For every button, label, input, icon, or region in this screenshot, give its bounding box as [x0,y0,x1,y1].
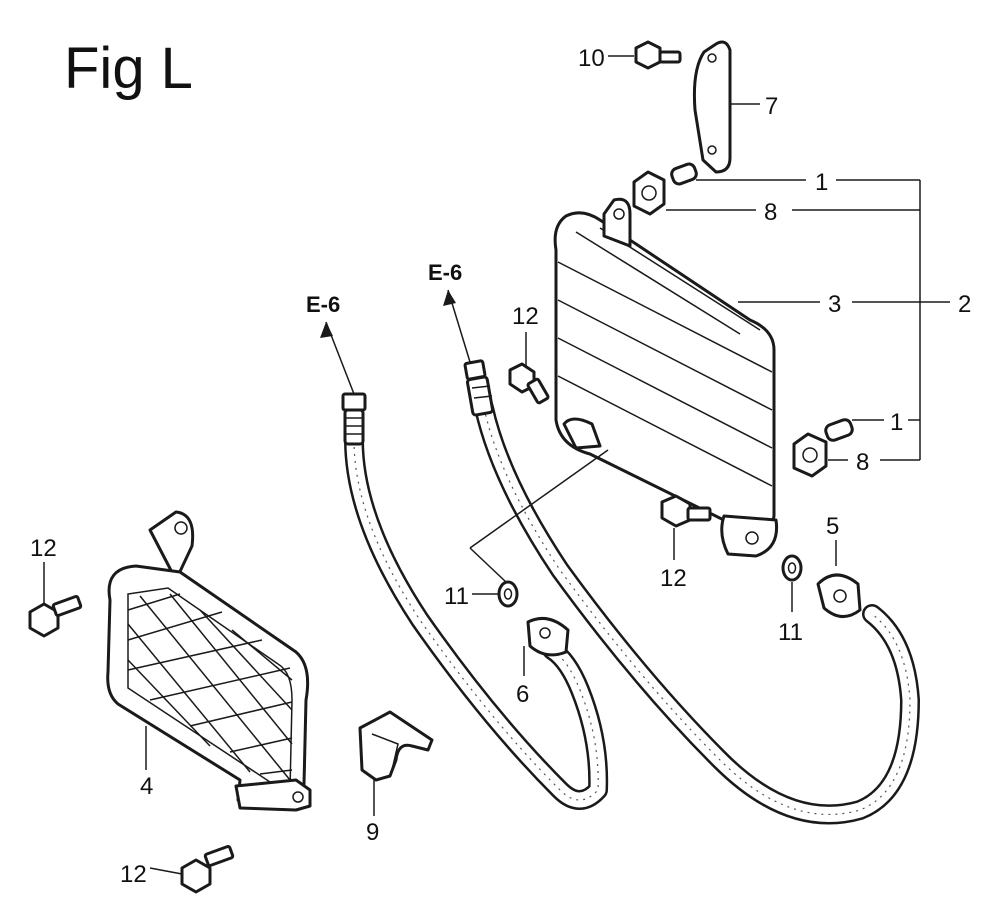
callout-12-upper: 12 [512,303,539,330]
part-8-nut-bottom [792,432,828,478]
reference-label-left: E-6 [306,292,340,317]
part-12-bolt-bottom [180,844,235,894]
callout-1-bottom: 1 [890,409,903,436]
part-4-guard [106,510,312,812]
callout-4: 4 [140,773,153,800]
callout-3: 3 [828,291,841,318]
part-8-nut-top [632,170,666,216]
part-11-washer-left [497,580,519,608]
part-12-bolt-left [28,594,83,638]
part-3-oil-cooler [553,197,779,558]
callout-12-left: 12 [30,535,57,562]
hose-left [341,392,609,810]
callout-8-top: 8 [764,199,777,226]
callout-11-left: 11 [444,583,469,610]
part-12-bolt-mid [660,494,712,528]
callout-11-right: 11 [778,619,803,646]
callout-1-top: 1 [815,169,828,196]
part-1-pin-bottom [824,418,854,442]
part-11-washer-right [781,554,803,582]
reference-label-right: E-6 [428,260,462,285]
callout-12-mid: 12 [660,565,687,592]
callout-7: 7 [765,93,778,120]
part-7-bracket [692,40,732,174]
callout-10: 10 [578,45,605,72]
part-9-clamp [358,710,434,782]
part-1-pin-top [670,162,698,186]
part-10-bolt [634,40,682,70]
callout-12-bottom: 12 [120,861,147,888]
callout-2: 2 [958,291,971,318]
callout-5: 5 [826,513,839,540]
callout-8-bottom: 8 [856,449,869,476]
part-12-bolt-upper [508,362,550,405]
hose-right [463,359,920,825]
callout-9: 9 [366,819,379,846]
callout-6: 6 [516,681,529,708]
figure-title: Fig L [64,36,193,101]
leader-lines [43,55,950,875]
